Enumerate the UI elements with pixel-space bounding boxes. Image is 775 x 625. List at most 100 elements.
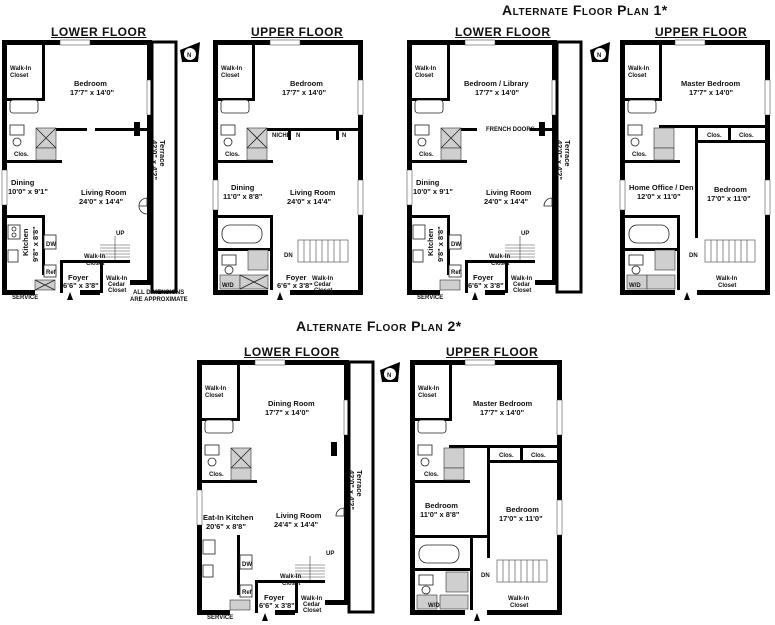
svg-text:N: N	[387, 373, 391, 379]
cedar-closet-label-2: Cedar	[303, 602, 321, 608]
niche-n-label: N	[342, 133, 346, 139]
clos-label: Clos.	[209, 472, 224, 478]
terrace-dim: 42'0" x 4'2"	[150, 140, 159, 180]
eat-in-kitchen-label: Eat-In Kitchen	[203, 513, 254, 522]
bedroom-dim: 17'7" x 14'0"	[282, 88, 326, 97]
ref-label: Ref	[46, 270, 57, 276]
compass-icon: N	[180, 42, 200, 62]
walk-in-closet-label-2: Closet	[205, 393, 223, 399]
walk-in-closet-label-2: Closet	[418, 393, 436, 399]
master-bedroom-dim: 17'7" x 14'0"	[480, 408, 524, 417]
clos-label: Clos.	[225, 152, 240, 158]
walk-in-closet-label-2: Closet	[415, 73, 433, 79]
dining-room-dim: 17'7" x 14'0"	[265, 408, 309, 417]
walk-in-closet-label: Walk-In	[508, 596, 529, 602]
master-bedroom-label: Master Bedroom	[681, 79, 741, 88]
eat-in-kitchen-dim: 20'6" x 8'8"	[206, 522, 246, 531]
walk-in-closet-label-2: Closet	[282, 581, 300, 587]
plan-a-upper-header: UPPER FLOOR	[251, 25, 344, 39]
walk-in-closet-label: Walk-In	[84, 254, 105, 260]
approx-note-2: ARE APPROXIMATE	[130, 297, 188, 303]
up-label: UP	[116, 231, 124, 237]
compass-icon: N	[380, 362, 400, 382]
bedroom-dim: 11'0" x 8'8"	[420, 510, 460, 519]
foyer-dim: 6'6" x 3'8"	[259, 601, 295, 610]
wd-label: W/D	[222, 283, 234, 289]
walk-in-closet-label-2: Closet	[491, 261, 509, 267]
living-room-dim: 24'0" x 14'4"	[79, 197, 123, 206]
living-room-label: Living Room	[276, 511, 322, 520]
dining-dim: 10'0" x 9'1"	[8, 187, 48, 196]
ref-label: Ref	[451, 270, 462, 276]
approx-note: ALL DIMENSIONS	[133, 290, 184, 296]
bedroom-library-label: Bedroom / Library	[464, 79, 529, 88]
clos-label: Clos.	[14, 152, 29, 158]
cedar-closet-label: Walk-In	[106, 276, 127, 282]
kitchen-label: Kitchen	[21, 228, 30, 256]
walk-in-closet-label-2: Closet	[10, 73, 28, 79]
dining-room-label: Dining Room	[268, 399, 315, 408]
foyer-label: Foyer	[286, 273, 307, 282]
plan-a-upper: Walk-In Closet Bedroom 17'7" x 14'0" NIC…	[212, 39, 364, 300]
plan-c-lower-header: LOWER FLOOR	[244, 345, 340, 359]
clos-label: Clos.	[419, 152, 434, 158]
living-room-label: Living Room	[290, 188, 336, 197]
clos-label: Clos.	[632, 152, 647, 158]
living-room-dim: 24'4" x 14'4"	[274, 520, 318, 529]
cedar-closet-label-3: Closet	[513, 288, 531, 294]
living-room-dim: 24'0" x 14'4"	[287, 197, 331, 206]
terrace-label: Terrace	[355, 470, 364, 497]
home-office-label: Home Office / Den	[629, 183, 694, 192]
bedroom-dim: 17'0" x 11'0"	[707, 194, 751, 203]
up-label: UP	[521, 231, 529, 237]
walk-in-closet-label: Walk-In	[489, 254, 510, 260]
plan-c-upper-header: UPPER FLOOR	[446, 345, 539, 359]
cedar-closet-label-3: Closet	[303, 608, 321, 614]
cedar-closet-label-2: Cedar	[108, 282, 126, 288]
plan-c-lower: Walk-In Closet Dining Room 17'7" x 14'0"…	[196, 359, 375, 621]
service-label: SERVICE	[12, 295, 38, 301]
dn-label: DN	[284, 253, 293, 259]
plan-b-upper-header: UPPER FLOOR	[655, 25, 748, 39]
foyer-label: Foyer	[473, 273, 494, 282]
dining-dim: 10'0" x 9'1"	[413, 187, 453, 196]
bedroom-label: Bedroom	[714, 185, 747, 194]
dining-label: Dining	[231, 183, 255, 192]
walk-in-closet-label-2: Closet	[86, 261, 104, 267]
walk-in-closet-label-2: Closet	[510, 603, 528, 609]
service-label: SERVICE	[417, 295, 443, 301]
niche-label: NICHE	[272, 133, 291, 139]
cedar-closet-label-2: Cedar	[314, 282, 332, 288]
cedar-closet-label: Walk-In	[511, 276, 532, 282]
niche-n-label: N	[296, 133, 300, 139]
dw-label: DW	[46, 242, 56, 248]
dining-label: Dining	[416, 178, 440, 187]
living-room-label: Living Room	[486, 188, 532, 197]
walk-in-closet-label: Walk-In	[415, 66, 436, 72]
terrace-label: Terrace	[563, 140, 572, 167]
svg-text:N: N	[597, 53, 601, 59]
walk-in-closet-label-2: Closet	[628, 73, 646, 79]
walk-in-closet-label: Walk-In	[628, 66, 649, 72]
dining-label: Dining	[11, 178, 35, 187]
up-label: UP	[326, 551, 334, 557]
living-room-dim: 24'0" x 14'4"	[484, 197, 528, 206]
clos-label: Clos.	[531, 453, 546, 459]
walk-in-closet-label: Walk-In	[205, 386, 226, 392]
plan-b-upper: Walk-In Closet Master Bedroom 17'7" x 14…	[619, 39, 771, 300]
cedar-closet-label-3: Closet	[314, 288, 332, 294]
cedar-closet-label-3: Closet	[108, 288, 126, 294]
foyer-label: Foyer	[68, 273, 89, 282]
walk-in-closet-label-2: Closet	[221, 73, 239, 79]
dn-label: DN	[481, 573, 490, 579]
walk-in-closet-label: Walk-In	[716, 276, 737, 282]
svg-text:N: N	[187, 53, 191, 59]
cedar-closet-label-2: Cedar	[513, 282, 531, 288]
cedar-closet-label: Walk-In	[312, 276, 333, 282]
bedroom-label: Bedroom	[506, 505, 539, 514]
kitchen-label: Kitchen	[426, 228, 435, 256]
master-bedroom-dim: 17'7" x 14'0"	[689, 88, 733, 97]
clos-label: Clos.	[424, 472, 439, 478]
kitchen-dim: 9'8" x 8'8"	[31, 226, 40, 262]
foyer-label: Foyer	[264, 593, 285, 602]
